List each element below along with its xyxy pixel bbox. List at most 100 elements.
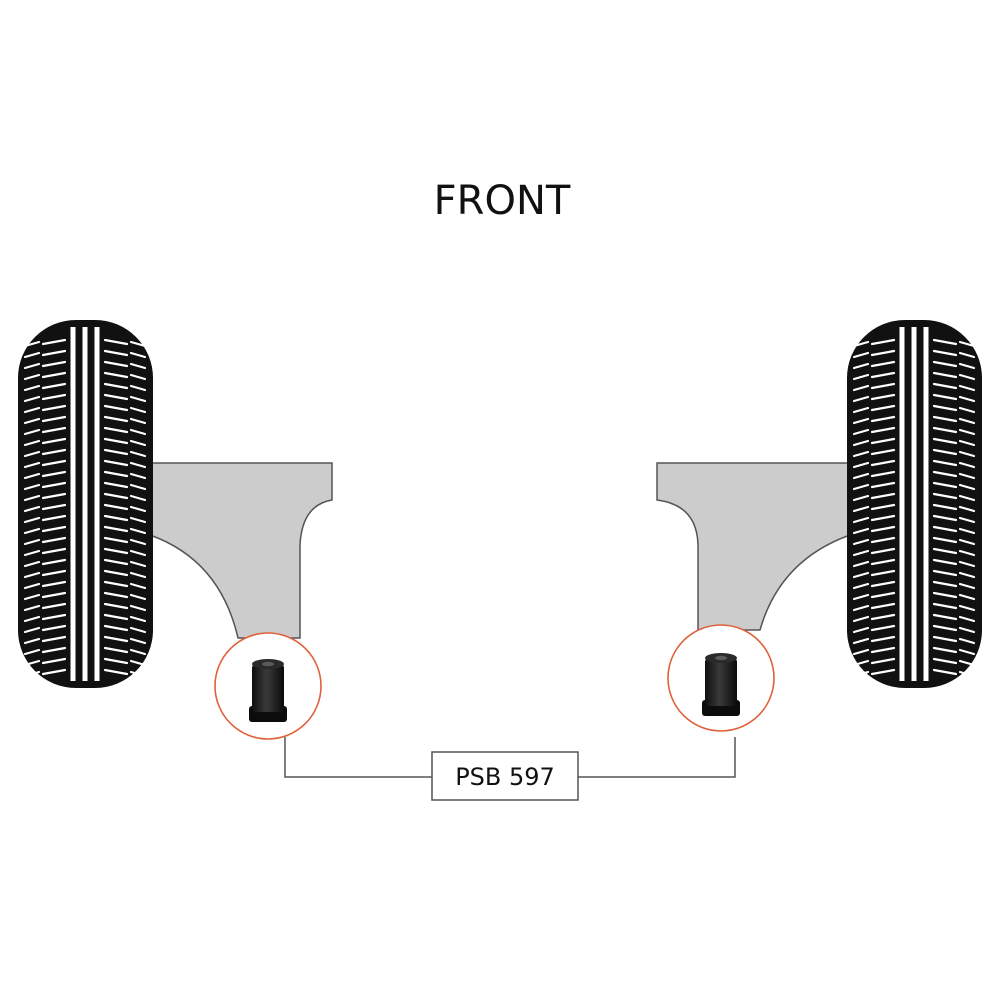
tread-sipe — [41, 547, 67, 555]
tread-sipe — [103, 591, 129, 599]
tread-sipe — [958, 395, 976, 403]
right-tyre-tread — [852, 327, 976, 681]
tread-sipe — [932, 349, 958, 357]
tread-sipe — [41, 481, 67, 489]
tread-sipe — [852, 670, 870, 678]
tread-sipe — [41, 635, 67, 643]
tread-sipe — [23, 549, 41, 557]
tread-sipe — [129, 428, 147, 436]
tread-sipe — [129, 538, 147, 546]
tread-sipe — [958, 417, 976, 425]
tread-sipe — [932, 437, 958, 445]
tread-sipe — [41, 613, 67, 621]
tread-sipe — [852, 527, 870, 535]
tread-sipe — [958, 516, 976, 524]
tread-sipe — [103, 415, 129, 423]
tread-sipe — [129, 483, 147, 491]
tread-sipe — [103, 580, 129, 588]
tread-sipe — [932, 393, 958, 401]
tread-sipe — [41, 415, 67, 423]
tread-sipe — [23, 494, 41, 502]
tread-sipe — [958, 615, 976, 623]
tread-sipe — [852, 406, 870, 414]
tread-sipe — [852, 472, 870, 480]
tread-sipe — [870, 360, 896, 368]
tread-sipe — [932, 426, 958, 434]
tread-sipe — [103, 514, 129, 522]
tread-sipe — [129, 593, 147, 601]
tread-sipe — [852, 417, 870, 425]
tread-sipe — [958, 549, 976, 557]
tread-sipe — [958, 494, 976, 502]
tread-sipe — [932, 646, 958, 654]
tread-sipe — [852, 351, 870, 359]
tread-sipe — [932, 481, 958, 489]
tread-sipe — [23, 582, 41, 590]
tread-sipe — [870, 448, 896, 456]
tread-sipe — [852, 395, 870, 403]
tread-sipe — [129, 604, 147, 612]
tread-sipe — [932, 613, 958, 621]
tread-sipe — [852, 604, 870, 612]
tread-sipe — [958, 527, 976, 535]
tread-sipe — [958, 450, 976, 458]
tread-sipe — [870, 613, 896, 621]
tread-sipe — [129, 351, 147, 359]
tread-sipe — [870, 459, 896, 467]
tread-sipe — [932, 547, 958, 555]
tread-sipe — [129, 406, 147, 414]
tread-sipe — [129, 615, 147, 623]
tread-sipe — [932, 536, 958, 544]
tread-sipe — [129, 516, 147, 524]
tread-sipe — [852, 494, 870, 502]
tread-sipe — [958, 373, 976, 381]
tread-sipe — [23, 483, 41, 491]
tread-sipe — [41, 393, 67, 401]
tread-sipe — [41, 558, 67, 566]
tread-sipe — [958, 538, 976, 546]
tread-sipe — [41, 371, 67, 379]
tread-sipe — [852, 461, 870, 469]
tread-sipe — [129, 527, 147, 535]
tread-sipe — [103, 602, 129, 610]
tread-sipe — [23, 395, 41, 403]
tread-sipe — [852, 505, 870, 513]
tread-sipe — [852, 637, 870, 645]
tread-sipe — [129, 450, 147, 458]
tread-sipe — [129, 637, 147, 645]
tread-sipe — [870, 602, 896, 610]
tread-sipe — [852, 549, 870, 557]
tread-sipe — [870, 415, 896, 423]
tread-sipe — [870, 349, 896, 357]
tread-sipe — [852, 615, 870, 623]
tread-sipe — [41, 591, 67, 599]
tread-sipe — [103, 349, 129, 357]
tread-sipe — [129, 461, 147, 469]
tread-sipe — [932, 558, 958, 566]
tread-sipe — [23, 428, 41, 436]
tread-sipe — [852, 659, 870, 667]
tread-sipe — [932, 635, 958, 643]
right-connector-line — [578, 737, 736, 778]
tread-sipe — [103, 437, 129, 445]
tread-sipe — [958, 659, 976, 667]
tread-sipe — [932, 470, 958, 478]
tread-sipe — [41, 525, 67, 533]
tread-sipe — [23, 538, 41, 546]
tread-sipe — [129, 362, 147, 370]
tread-sipe — [103, 382, 129, 390]
left-tyre — [18, 320, 153, 688]
tread-sipe — [958, 571, 976, 579]
tread-sipe — [41, 382, 67, 390]
tread-sipe — [870, 393, 896, 401]
tread-sipe — [870, 558, 896, 566]
tread-sipe — [129, 571, 147, 579]
tread-sipe — [41, 624, 67, 632]
tread-sipe — [932, 602, 958, 610]
tread-sipe — [129, 384, 147, 392]
tread-sipe — [958, 428, 976, 436]
tread-sipe — [852, 648, 870, 656]
tread-sipe — [870, 514, 896, 522]
tread-sipe — [129, 582, 147, 590]
tread-sipe — [870, 525, 896, 533]
